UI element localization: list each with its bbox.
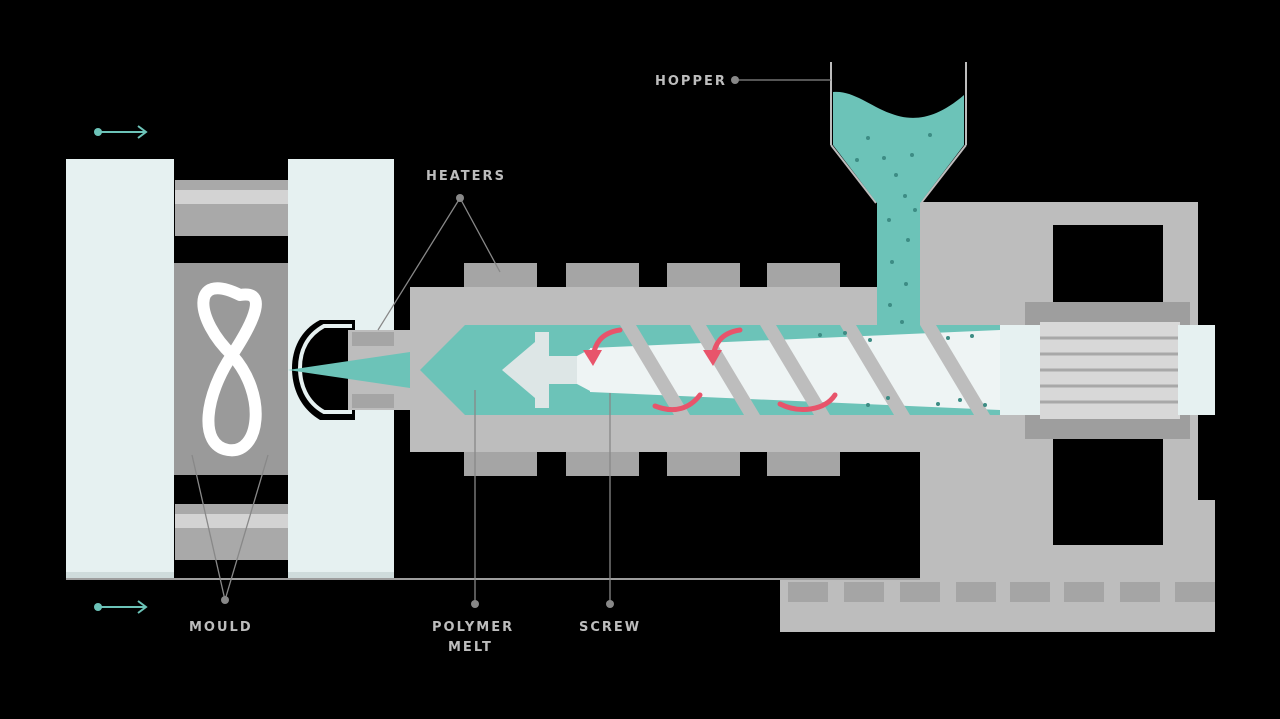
- mould-label: MOULD: [189, 620, 253, 635]
- polymer-melt-label-line2: MELT: [448, 640, 493, 655]
- machine-base: [780, 580, 1215, 632]
- moulded-part-icon: [197, 282, 262, 457]
- screw-label: SCREW: [579, 620, 641, 635]
- polymer-granules: [855, 133, 932, 324]
- right-arrow-icon: [94, 600, 148, 614]
- rotation-arrow-icon: [583, 350, 722, 366]
- hopper-label: HOPPER: [655, 74, 727, 89]
- heater-bands: [464, 263, 840, 476]
- heaters-label: HEATERS: [426, 169, 506, 184]
- screw: [590, 325, 1000, 415]
- screw-coupling: [1000, 302, 1215, 439]
- polymer-melt-label-line1: POLYMER: [432, 620, 514, 635]
- hopper: [830, 62, 967, 335]
- right-arrow-icon: [94, 125, 148, 139]
- screw-tip: [502, 332, 592, 408]
- rotation-arrow-icon: [590, 327, 838, 412]
